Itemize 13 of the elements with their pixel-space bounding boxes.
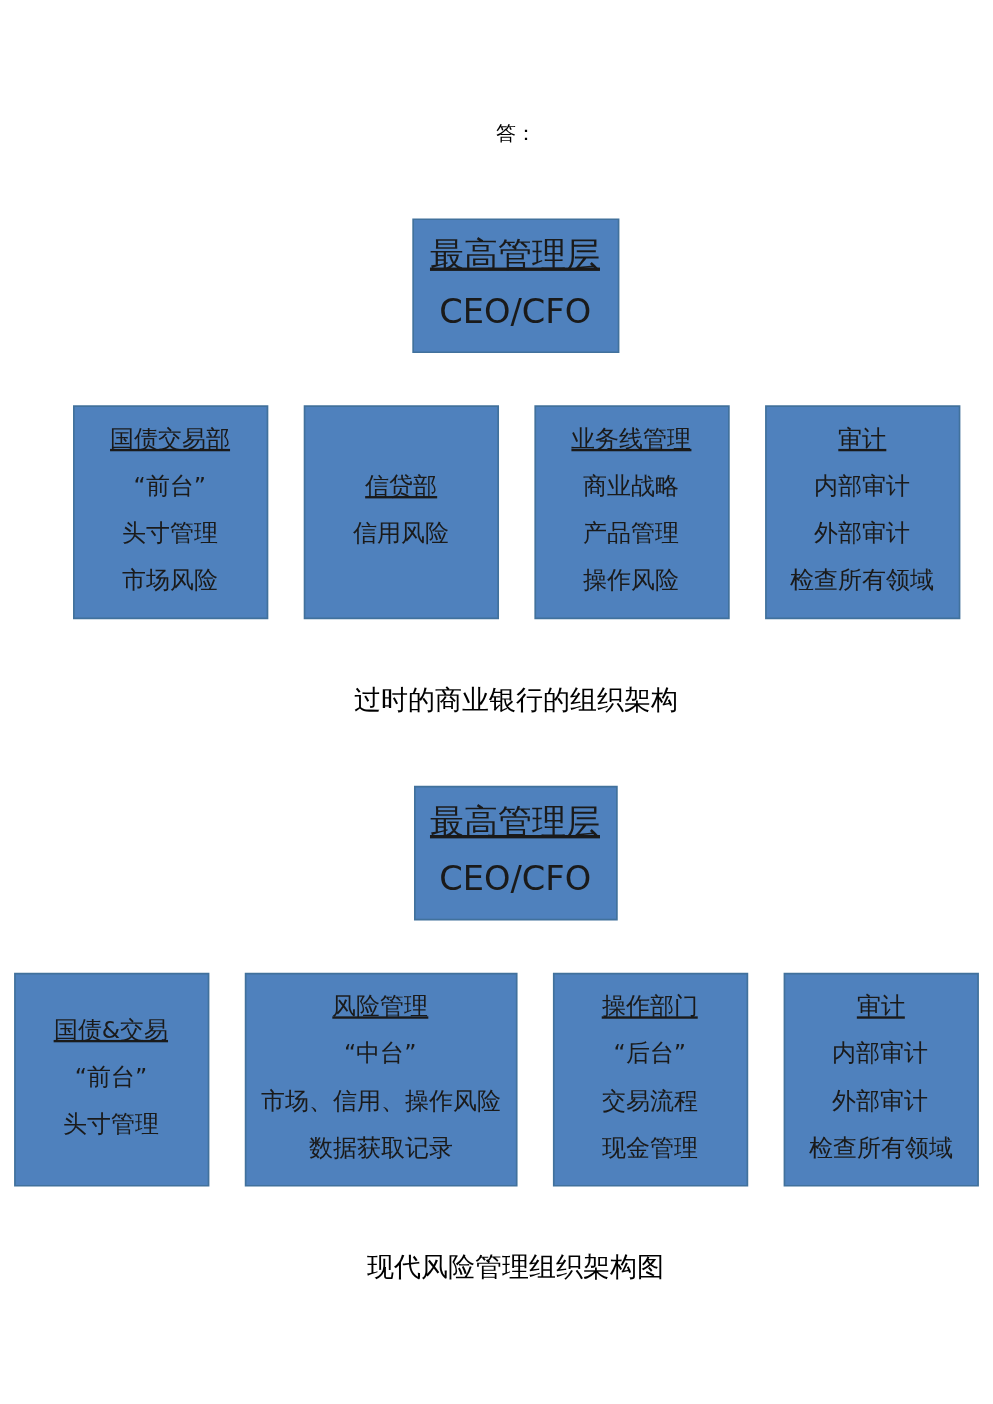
label: 过时的商业银行的组织架构 [353, 683, 678, 715]
label: 答： [495, 120, 536, 145]
node-box: 操作部门 “后台” 交易流程 现金管理 [552, 972, 749, 1187]
node-box: 国债&交易 “前台” 头寸管理 [14, 972, 210, 1187]
label: 现代风险管理组织架构图 [367, 1250, 665, 1282]
node-box: 最高管理层 CEO/CFO [412, 217, 620, 353]
node-box: 审计 内部审计 外部审计 检查所有领域 [783, 972, 979, 1187]
node-box: 最高管理层 CEO/CFO [414, 785, 618, 921]
node-box: 风险管理 “中台” 市场、信用、操作风险 数据获取记录 [244, 972, 518, 1187]
node-box: 审计 内部审计 外部审计 检查所有领域 [765, 404, 961, 619]
node-box: 信贷部 信用风险 [303, 404, 499, 619]
node-box: 业务线管理 商业战略 产品管理 操作风险 [534, 404, 730, 619]
node-box: 国债交易部 “前台” 头寸管理 市场风险 [73, 404, 269, 619]
